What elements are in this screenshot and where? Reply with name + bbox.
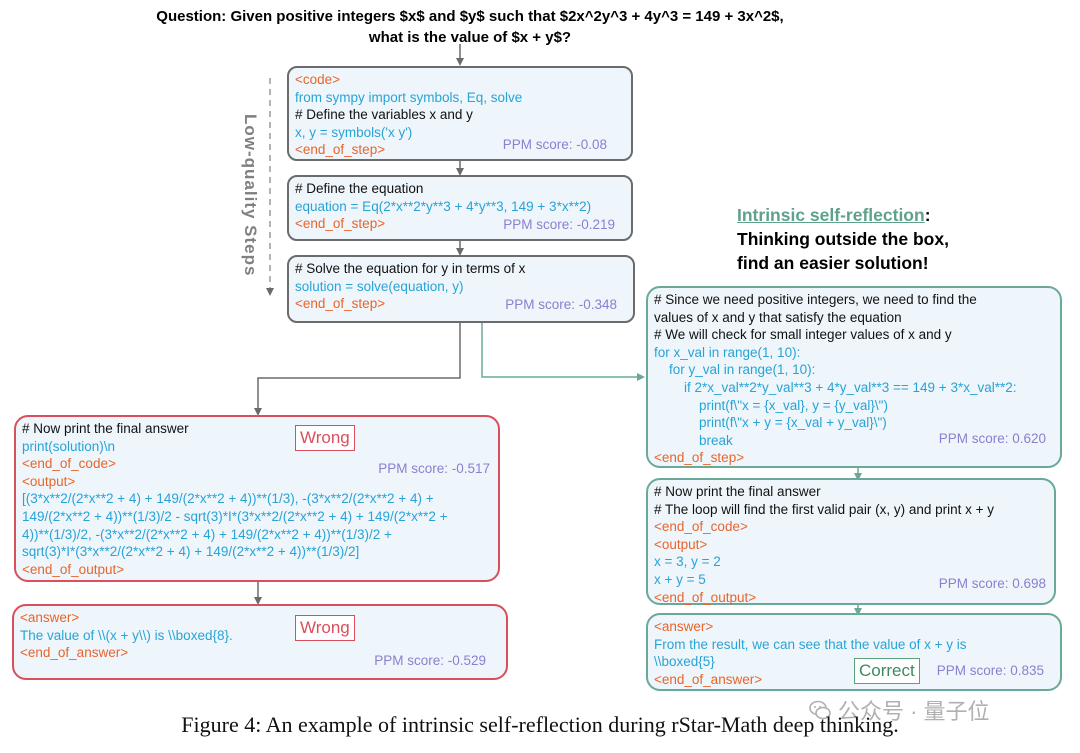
code-line: x + y = 5: [654, 571, 706, 587]
code-line: <end_of_step>: [295, 142, 386, 158]
reflection-line-2: Thinking outside the box,: [737, 229, 949, 249]
reflection-step-lines: # Since we need positive integers, we ne…: [654, 291, 1054, 467]
arrow-step3-to-reflect1: [481, 323, 645, 381]
code-line: <answer>: [654, 619, 714, 634]
watermark-text: 公众号 · 量子位: [838, 699, 990, 724]
code-line: The value of \\(x + y\\) is \\boxed{8}.: [20, 627, 233, 643]
wrong-answer-box: <answer> The value of \\(x + y\\) is \\bo…: [12, 604, 508, 680]
ppm-score: PPM score: 0.698: [938, 576, 1046, 591]
code-line: # Now print the final answer: [22, 421, 189, 436]
arrow-step3-to-wrong1: [254, 323, 461, 416]
code-line: <end_of_answer>: [20, 645, 129, 661]
question-line-2: what is the value of $x + y$?: [368, 29, 572, 46]
code-line: <end_of_step>: [295, 216, 386, 232]
code-line: <end_of_step>: [654, 450, 745, 466]
code-line: # Define the equation: [295, 181, 424, 196]
reflection-step-box: # Since we need positive integers, we ne…: [646, 286, 1062, 468]
code-line: 149/(2*x**2 + 4))**(1/3)/2 - sqrt(3)*I*(…: [22, 508, 448, 524]
code-line: sqrt(3)*I*(3*x**2/(2*x**2 + 4) + 149/(2*…: [22, 544, 360, 560]
code-line: # Now print the final answer: [654, 484, 821, 499]
watermark: 公众号 · 量子位: [808, 694, 990, 726]
reflection-highlight: Intrinsic self-reflection: [737, 205, 925, 225]
ppm-score: PPM score: -0.348: [505, 297, 617, 313]
code-line: # Solve the equation for y in terms of x: [295, 261, 526, 276]
wrong-answer-lines: <answer> The value of \\(x + y\\) is \\bo…: [20, 609, 500, 662]
wrong-output-box: # Now print the final answer print(soluti…: [14, 415, 500, 582]
wrong-badge: Wrong: [295, 615, 355, 641]
code-line: solution = solve(equation, y): [295, 278, 464, 294]
code-line: print(f\"x = {x_val}, y = {y_val}\"): [654, 397, 888, 413]
reflection-colon: :: [924, 205, 931, 225]
code-line: <end_of_code>: [22, 456, 116, 472]
code-line: <answer>: [20, 610, 80, 625]
code-line: print(f\"x + y = {x_val + y_val}\"): [654, 415, 887, 431]
code-line: for x_val in range(1, 10):: [654, 344, 801, 360]
code-line: x = 3, y = 2: [654, 554, 721, 570]
code-line: <output>: [22, 473, 76, 489]
intrinsic-reflection-label: Intrinsic self-reflection: Thinking outs…: [737, 203, 949, 275]
figure-caption: Figure 4: An example of intrinsic self-r…: [181, 712, 899, 737]
code-line: equation = Eq(2*x**2*y**3 + 4*y**3, 149 …: [295, 198, 592, 214]
correct-badge: Correct: [854, 658, 920, 684]
low-quality-steps-label: Low-quality Steps: [241, 113, 260, 277]
question: Question: Given positive integers $x$ an…: [60, 6, 880, 48]
code-line: # We will check for small integer values…: [654, 327, 952, 343]
step-box-2: # Define the equation equation = Eq(2*x**…: [287, 175, 633, 241]
step-box-1: <code> from sympy import symbols, Eq, sol…: [287, 66, 633, 161]
wrong-output-lines: # Now print the final answer print(soluti…: [22, 420, 492, 578]
ppm-score: PPM score: -0.517: [378, 461, 490, 476]
step-box-3-lines: # Solve the equation for y in terms of x…: [295, 260, 627, 313]
ppm-score: PPM score: 0.620: [938, 431, 1046, 446]
code-line: From the result, we can see that the val…: [654, 636, 967, 652]
code-line: # The loop will find the first valid pai…: [654, 501, 995, 517]
code-line: from sympy import symbols, Eq, solve: [295, 89, 523, 105]
code-line: break: [654, 432, 733, 448]
code-line: values of x and y that satisfy the equat…: [654, 309, 902, 325]
code-line: print(solution)\n: [22, 438, 116, 454]
code-line: <end_of_step>: [295, 296, 386, 312]
wrong-badge: Wrong: [295, 425, 355, 451]
step-box-3: # Solve the equation for y in terms of x…: [287, 255, 635, 323]
code-line: <end_of_output>: [22, 561, 125, 577]
code-line: for y_val in range(1, 10):: [654, 362, 816, 378]
ppm-score: PPM score: -0.219: [503, 217, 615, 233]
wechat-icon: [809, 700, 831, 720]
code-line: <code>: [295, 72, 341, 87]
code-line: \\boxed{5}: [654, 654, 715, 670]
code-line: <end_of_output>: [654, 589, 757, 605]
code-line: [(3*x**2/(2*x**2 + 4) + 149/(2*x**2 + 4)…: [22, 491, 434, 507]
reflection-output-box: # Now print the final answer # The loop w…: [646, 478, 1056, 605]
step-box-2-lines: # Define the equation equation = Eq(2*x**…: [295, 180, 625, 233]
step-box-1-lines: <code> from sympy import symbols, Eq, sol…: [295, 71, 625, 159]
reflection-line-3: find an easier solution!: [737, 253, 929, 273]
ppm-score: PPM score: -0.08: [502, 137, 607, 153]
code-line: <output>: [654, 536, 708, 552]
reflection-answer-box: <answer> From the result, we can see that…: [646, 613, 1062, 691]
ppm-score: PPM score: -0.529: [374, 653, 486, 669]
ppm-score: PPM score: 0.835: [936, 663, 1044, 678]
code-line: # Define the variables x and y: [295, 107, 473, 123]
code-line: <end_of_answer>: [654, 671, 763, 687]
code-line: # Since we need positive integers, we ne…: [654, 292, 977, 307]
reflection-answer-lines: <answer> From the result, we can see that…: [654, 618, 1054, 688]
code-line: <end_of_code>: [654, 519, 748, 535]
code-line: if 2*x_val**2*y_val**3 + 4*y_val**3 == 1…: [654, 379, 1017, 395]
code-line: x, y = symbols('x y'): [295, 124, 413, 140]
reflection-output-lines: # Now print the final answer # The loop w…: [654, 483, 1048, 606]
code-line: 4))**(1/3)/2, -(3*x**2/(2*x**2 + 4) + 14…: [22, 526, 392, 542]
question-line-1: Question: Given positive integers $x$ an…: [156, 8, 784, 25]
